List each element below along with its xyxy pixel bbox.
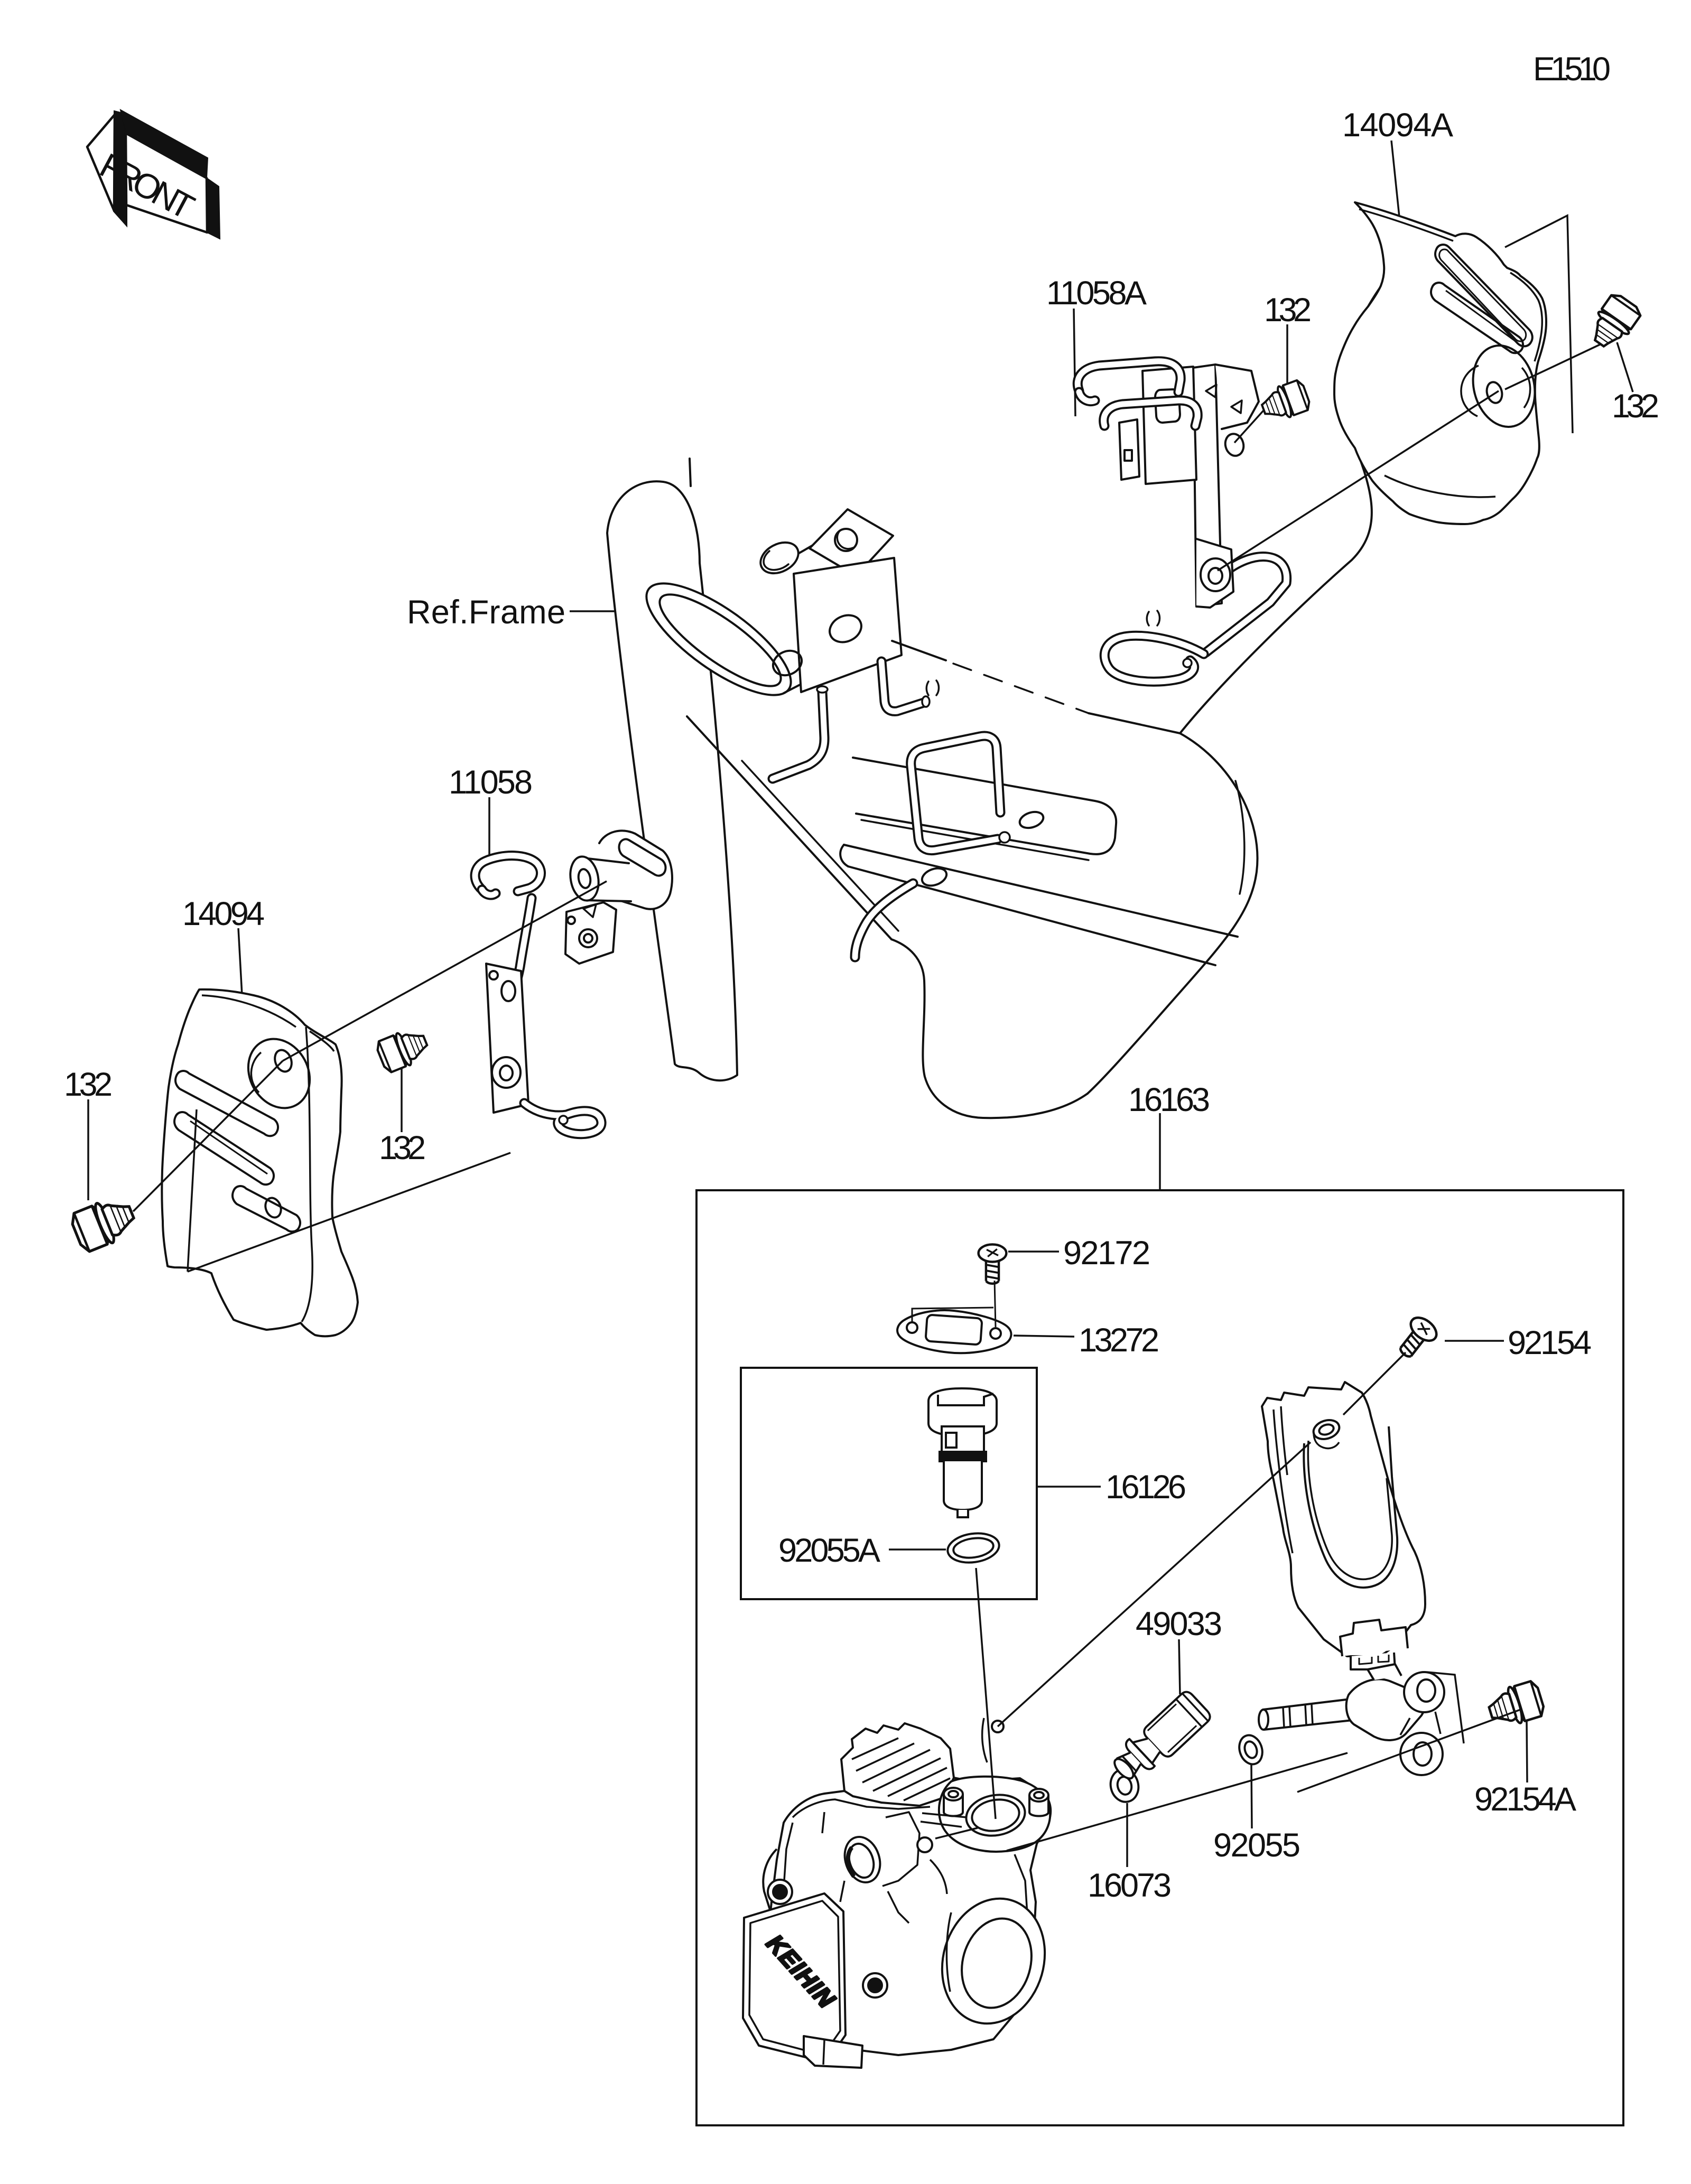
svg-text:16163: 16163 (1128, 1081, 1210, 1118)
svg-text:11058: 11058 (449, 764, 533, 801)
svg-text:92154A: 92154A (1474, 1781, 1576, 1818)
svg-text:92172: 92172 (1063, 1235, 1150, 1272)
svg-text:16073: 16073 (1088, 1867, 1172, 1904)
svg-text:11058A: 11058A (1046, 275, 1147, 312)
svg-text:Ref.Frame: Ref.Frame (407, 594, 565, 631)
svg-text:132: 132 (1612, 388, 1659, 425)
svg-text:132: 132 (64, 1066, 113, 1103)
svg-text:49033: 49033 (1136, 1606, 1222, 1642)
svg-text:14094: 14094 (182, 895, 265, 932)
svg-text:132: 132 (379, 1130, 426, 1166)
svg-text:92154: 92154 (1508, 1324, 1592, 1361)
svg-text:92055A: 92055A (778, 1532, 880, 1569)
svg-text:14094A: 14094A (1342, 107, 1453, 144)
svg-text:13272: 13272 (1079, 1322, 1159, 1359)
svg-text:16126: 16126 (1105, 1469, 1186, 1506)
svg-text:E1510: E1510 (1533, 51, 1611, 88)
svg-text:92055: 92055 (1213, 1827, 1300, 1864)
svg-text:132: 132 (1264, 292, 1312, 329)
